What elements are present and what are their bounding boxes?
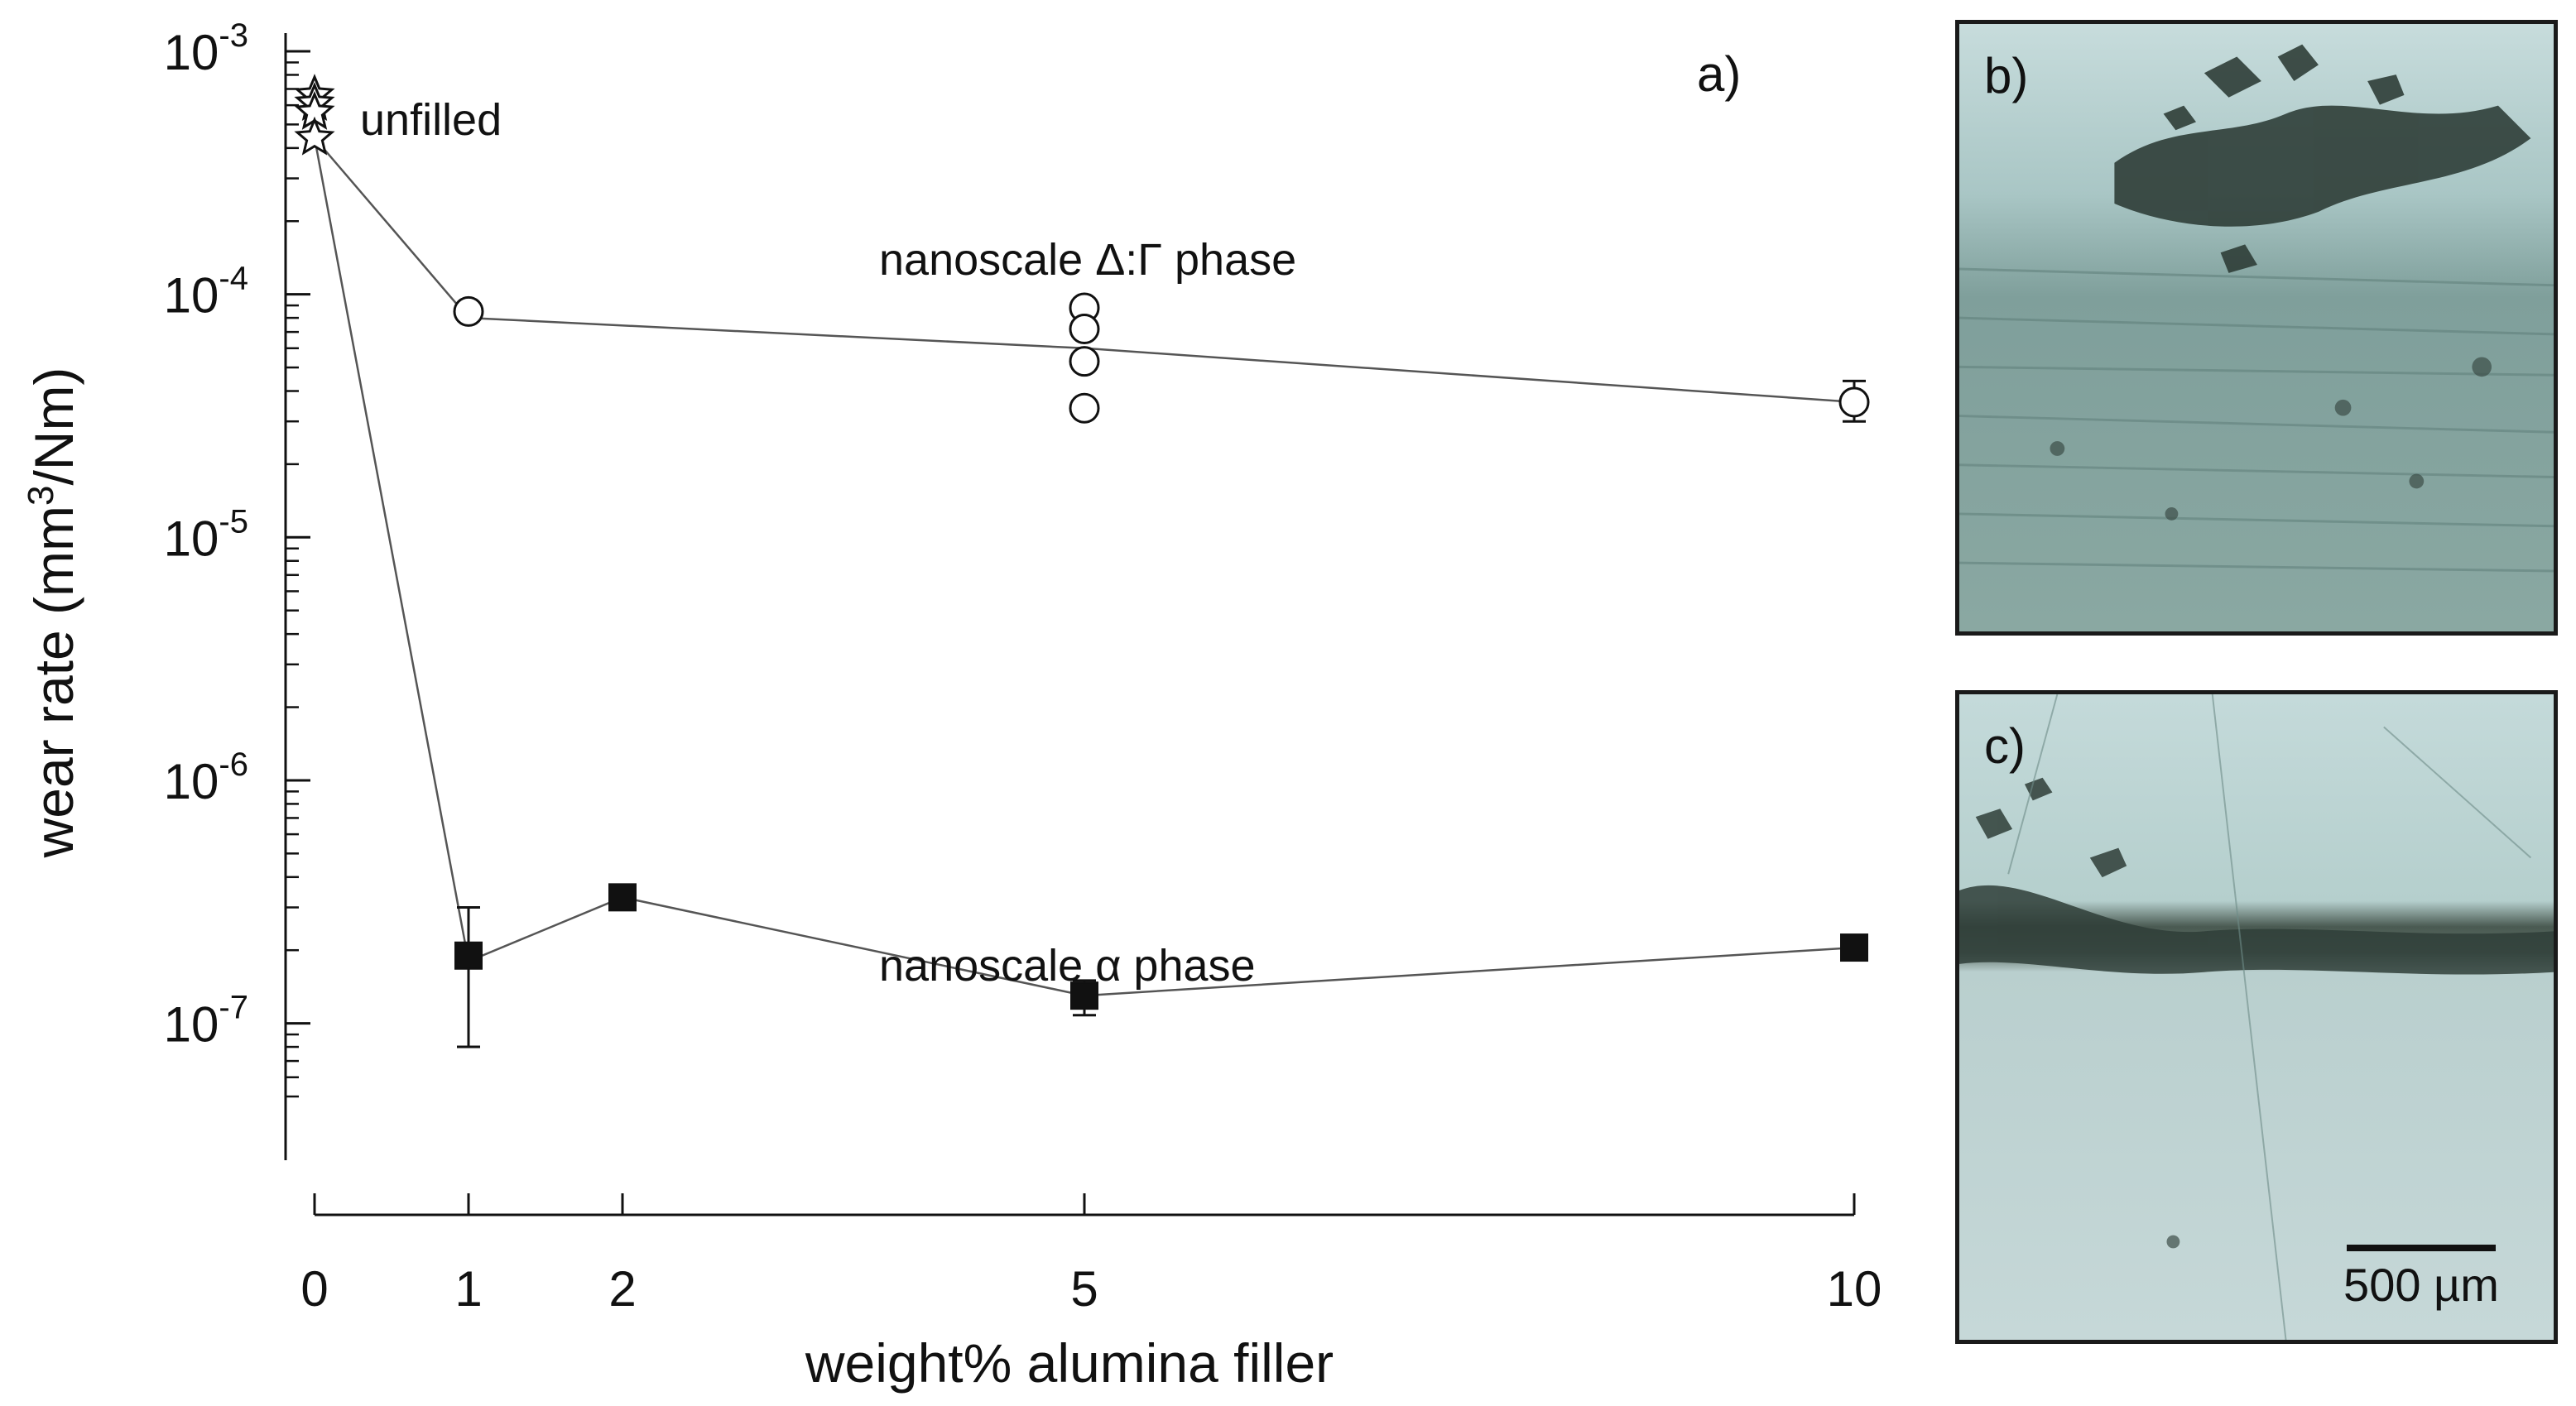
y-tick-base: 10 xyxy=(164,754,219,809)
panel-label-a: a) xyxy=(1697,46,1741,102)
micrograph-panel-b: b) xyxy=(1955,20,2558,636)
y-axis-label-sup: 3 xyxy=(21,486,61,506)
x-tick-label: 5 xyxy=(1070,1261,1098,1317)
y-tick-label: 10-7 xyxy=(164,990,248,1053)
series-line xyxy=(314,137,1855,404)
data-point-square xyxy=(608,883,637,912)
y-tick-exponent: -6 xyxy=(219,746,248,783)
data-point-square xyxy=(1070,981,1098,1010)
scale-bar: 500 µm xyxy=(2322,1245,2521,1312)
y-tick-base: 10 xyxy=(164,997,219,1053)
x-tick-label: 10 xyxy=(1827,1261,1882,1317)
y-axis-label: wear rate (mm3/Nm) xyxy=(21,367,84,859)
markers xyxy=(294,74,1870,1010)
data-point-circle xyxy=(453,295,484,327)
data-point-square xyxy=(1840,933,1868,962)
y-tick-label: 10-6 xyxy=(164,746,248,809)
y-tick-exponent: -7 xyxy=(219,990,248,1026)
data-point-circle xyxy=(1069,314,1100,345)
y-tick-label: 10-4 xyxy=(164,261,248,324)
y-tick-label: 10-5 xyxy=(164,503,248,566)
x-tick-label: 1 xyxy=(454,1261,482,1317)
y-axis-label-tail: /Nm) xyxy=(23,367,84,486)
y-tick-exponent: -4 xyxy=(219,261,248,297)
scale-bar-label: 500 µm xyxy=(2343,1259,2499,1311)
label-alpha-phase: nanoscale α phase xyxy=(879,941,1256,991)
y-axis-label-base: wear rate (mm xyxy=(23,506,84,858)
y-tick-base: 10 xyxy=(164,511,219,566)
y-tick-label: 10-3 xyxy=(164,17,248,80)
y-tick-base: 10 xyxy=(164,268,219,324)
x-axis-label: weight% alumina filler xyxy=(805,1332,1334,1394)
scale-bar-line xyxy=(2347,1245,2496,1251)
data-point-circle xyxy=(1069,346,1100,377)
label-unfilled: unfilled xyxy=(360,95,502,145)
micrograph-b-image xyxy=(1959,24,2554,631)
y-tick-exponent: -5 xyxy=(219,503,248,540)
y-tick-exponent: -3 xyxy=(219,17,248,54)
data-point-square xyxy=(454,941,483,970)
data-point-circle xyxy=(1838,386,1870,418)
x-tick-label: 2 xyxy=(608,1261,636,1317)
x-tick-label: 0 xyxy=(300,1261,328,1317)
label-delta-gamma-phase: nanoscale Δ:Γ phase xyxy=(879,235,1296,285)
panel-label-c: c) xyxy=(1984,718,2026,774)
micrograph-panel-c: c) 500 µm xyxy=(1955,690,2558,1344)
data-point-circle xyxy=(1069,392,1100,424)
y-tick-base: 10 xyxy=(164,25,219,80)
data-point-star xyxy=(294,116,335,156)
panel-label-b: b) xyxy=(1984,48,2029,103)
micrograph-c-image xyxy=(1959,694,2554,1340)
